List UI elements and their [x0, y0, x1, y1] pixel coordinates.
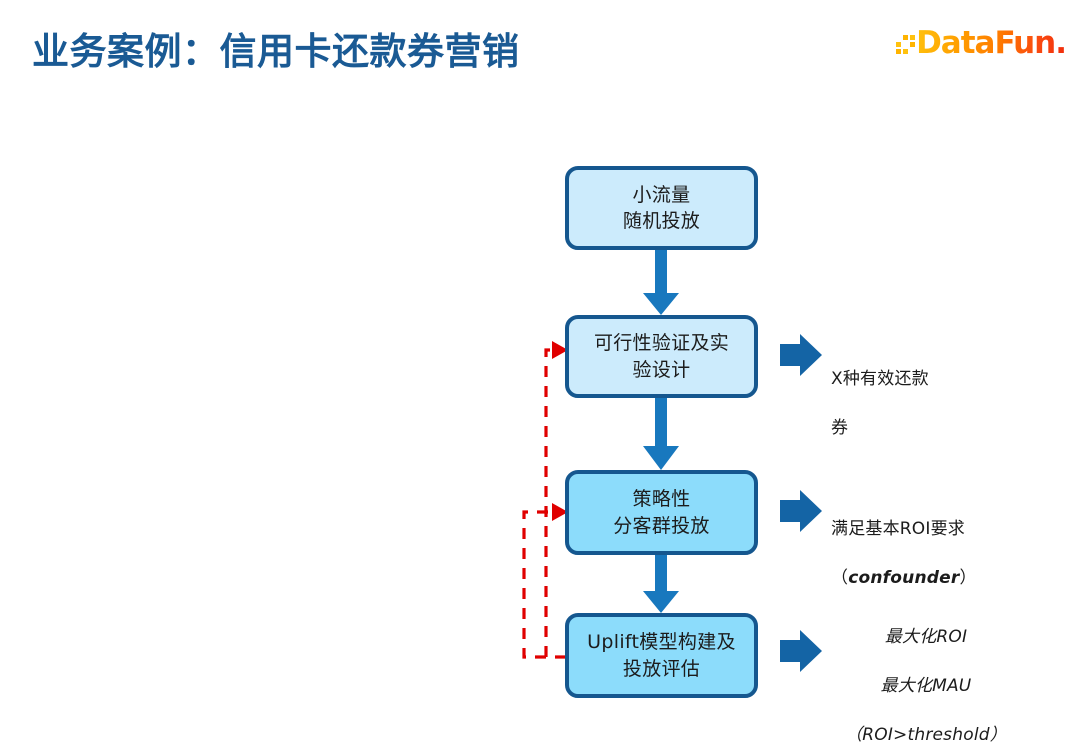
feedback-edge-step4-step3	[522, 503, 568, 659]
output-arrow-step2-icon	[780, 334, 822, 376]
output-arrow-step3-icon	[780, 490, 822, 532]
page-title: 业务案例：信用卡还款券营销	[32, 30, 520, 73]
logo-dot-grid-icon	[896, 35, 916, 54]
output-note-step-3-line2: （confounder）	[831, 567, 977, 588]
output-note-step-2: X种有效还款 券	[831, 342, 981, 441]
flow-edge-step2-step3	[643, 398, 679, 470]
flow-node-step-3-label: 策略性 分客群投放	[613, 488, 710, 537]
output-note-step-4: 最大化ROI 最大化MAU （ROI>threshold）	[826, 600, 1026, 748]
logo-wordmark: DataFun.	[916, 24, 1067, 61]
flow-node-step-3[interactable]: 策略性 分客群投放	[565, 470, 758, 555]
output-note-step-4-line2: 最大化MAU	[880, 675, 972, 696]
output-note-step-3-line1: 满足基本ROI要求	[831, 518, 966, 539]
output-note-step-2-line1: X种有效还款	[831, 368, 929, 389]
flowchart: 小流量 随机投放 可行性验证及实 验设计 策略性 分客群投放 Uplift模型构…	[522, 166, 1021, 745]
output-note-step-2-line2: 券	[831, 417, 849, 438]
datafun-logo: DataFun.	[896, 24, 1067, 61]
output-note-step-3: 满足基本ROI要求 （confounder）	[831, 492, 1021, 591]
flow-node-step-4[interactable]: Uplift模型构建及 投放评估	[565, 613, 758, 698]
flow-edge-step1-step2	[643, 250, 679, 315]
flow-node-step-1[interactable]: 小流量 随机投放	[565, 166, 758, 250]
confounder-emphasis: confounder	[848, 567, 960, 588]
flow-node-step-4-label: Uplift模型构建及 投放评估	[587, 631, 736, 680]
flow-node-step-1-label: 小流量 随机投放	[622, 183, 701, 232]
flowchart-connectors	[522, 250, 822, 672]
output-note-step-4-line1: 最大化ROI	[884, 626, 968, 647]
flow-node-step-2[interactable]: 可行性验证及实 验设计	[565, 315, 758, 398]
flow-edge-step3-step4	[643, 555, 679, 613]
output-note-step-4-line3: （ROI>threshold）	[845, 725, 1007, 746]
flow-node-step-2-label: 可行性验证及实 验设计	[593, 332, 730, 381]
output-arrow-step4-icon	[780, 630, 822, 672]
feedback-edge-step4-step2	[544, 341, 568, 659]
